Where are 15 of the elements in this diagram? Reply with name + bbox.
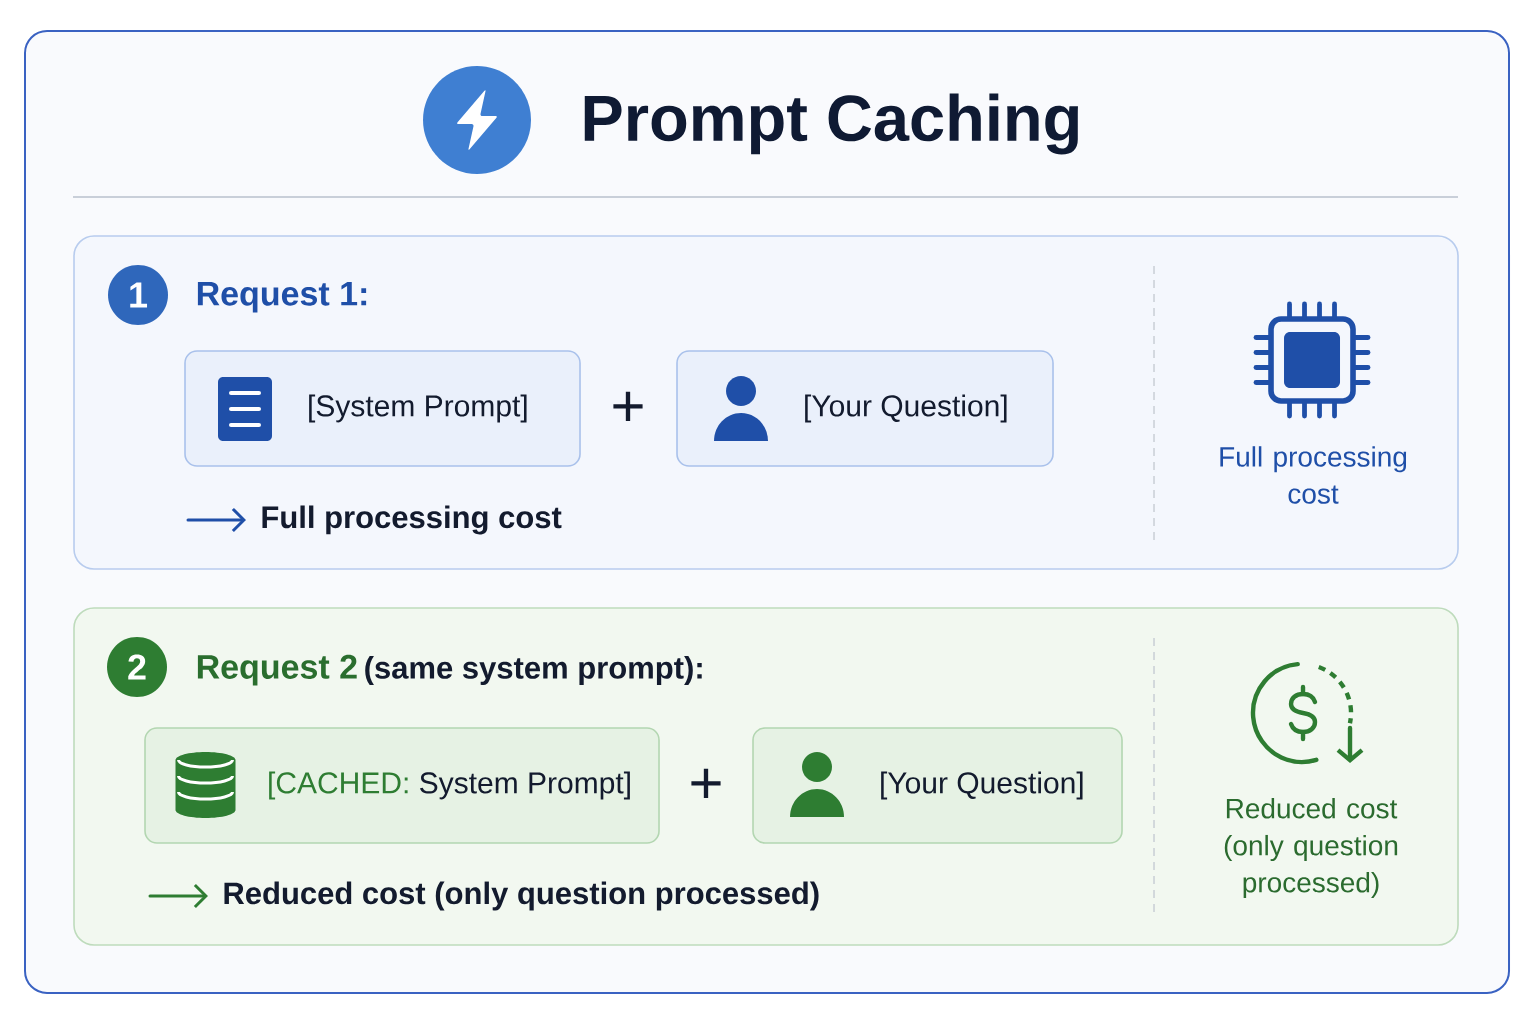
title: Prompt Caching <box>584 93 1078 155</box>
arrow <box>186 507 246 533</box>
arrow <box>148 883 208 909</box>
result-text: Reduced cost (only question processed) <box>224 881 819 911</box>
result-text: Full processing cost <box>262 505 562 535</box>
number-badge: 2 <box>107 637 167 697</box>
question-card: [Your Question] <box>752 727 1123 844</box>
plus-sign: + <box>613 391 643 422</box>
cached-prompt-card: [CACHED: System Prompt] <box>144 727 660 844</box>
cost-note: Reduced cost (only question processed) <box>1224 797 1398 899</box>
cost-note: Full processing cost <box>1220 446 1407 504</box>
system-prompt-card: [System Prompt] <box>184 350 581 467</box>
number-badge: 1 <box>108 265 168 325</box>
plus-sign: + <box>691 768 721 799</box>
question-card: [Your Question] <box>676 350 1054 467</box>
